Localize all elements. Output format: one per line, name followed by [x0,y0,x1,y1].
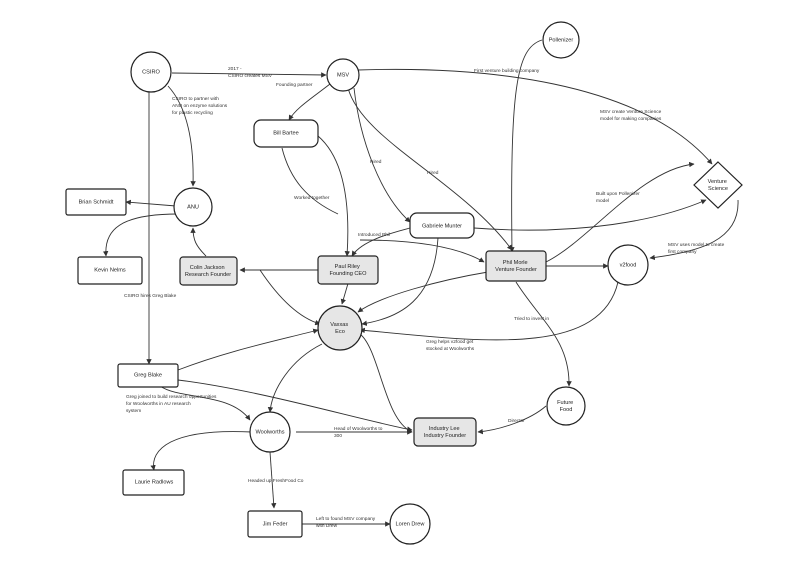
node-gabriele-munter[interactable]: Gabriele Munter [409,212,475,239]
node-label: Future Food [557,400,575,413]
node-msv[interactable]: MSV [326,58,360,92]
edge-labels: 2017 - CSIRO creates MSV CSIRO to partne… [124,66,726,529]
node-venture-science[interactable]: Venture Science [693,161,743,209]
node-label: Colin Jackson Research Founder [185,265,231,278]
node-label: Vaxxas Eco [330,322,350,335]
edge-csiro-anu [167,85,196,187]
edge-label-csiro-greg: CSIRO hires Greg Blake [124,293,177,299]
node-label: Jim Feder [263,521,288,527]
edge-label-msv-venture-sci: MSV create Venture Science model for mak… [600,109,663,122]
node-pollenizer[interactable]: Pollenizer [542,21,580,59]
edge-msv-gabriele [353,87,411,223]
edge-msv-bill [288,83,331,121]
node-woolworths[interactable]: Woolworths [249,411,291,453]
node-v2food[interactable]: v2food [607,244,649,286]
node-kevin-nelms[interactable]: Kevin Nelms [77,256,143,285]
node-label: v2food [620,262,637,268]
edge-pollenizer-phil [509,39,543,253]
node-label: Loren Drew [396,521,426,527]
edge-label-gabriele-paul: Introduced Phil [358,232,390,238]
edge-label-greg-acq: Greg helps v2food get stocked at Woolwor… [426,339,475,352]
edge-label-jim-loren: Left to found MSV company with Drew [316,516,377,529]
edge-gabriele-venture [473,199,707,231]
node-greg-blake[interactable]: Greg Blake [117,363,179,388]
node-laurie-radlows[interactable]: Laurie Radlows [122,469,185,496]
edge-greg-vaxxas [177,328,319,371]
edge-future-founder [477,405,547,435]
edge-vaxxas-founder [359,333,413,433]
node-vaxxas[interactable]: Vaxxas Eco [317,305,363,351]
node-label: Laurie Radlows [135,479,174,485]
edge-label-future-founder: Director [508,418,525,424]
edge-venture-v2food [649,199,739,261]
edge-greg-woolworths [159,385,251,421]
edge-phil-future [515,281,572,387]
node-label: Bill Bartee [273,130,299,136]
node-label: MSV [337,72,349,78]
node-future-food[interactable]: Future Food [546,386,586,426]
edge-colin-anu [190,227,207,257]
node-label: Gabriele Munter [422,223,462,229]
nodes: CSIRO MSV Pollenizer Bill Bartee ANU Bri… [65,21,743,545]
edge-bill-paul [317,135,351,257]
node-label: Venture Science [708,179,729,192]
node-label: Pollenizer [549,37,574,43]
edge-woolworths-jim [269,451,277,509]
node-label: Paul Riley Founding CEO [329,264,367,277]
edge-label-msv-bill: Founding partner [276,82,313,88]
edge-greg-founder [177,379,413,432]
edge-msv-venture-science [357,68,713,165]
node-label: ANU [187,204,199,210]
edge-bill-paul-left [281,147,339,215]
edge-v2food-vaxxas [359,281,619,341]
edge-label-csiro-anu: CSIRO to partner with ANU on enzyme solu… [172,96,229,116]
node-label: Industry Lee Industry Founder [424,426,466,439]
node-colin-jackson[interactable]: Colin Jackson Research Founder [179,256,238,286]
node-csiro[interactable]: CSIRO [130,51,172,93]
node-jim-feder[interactable]: Jim Feder [247,510,303,538]
edge-label-venture-v2food: MSV uses model to create first company [668,242,726,255]
edge-anu-kevin [102,213,179,257]
node-anu[interactable]: ANU [173,187,213,227]
edge-vaxxas-woolworths [267,343,323,413]
edge-csiro-msv [171,72,327,78]
edge-anu-brian [125,199,177,207]
edge-label-msv-venture: First venture building company [474,68,540,74]
node-label: Phil Morle Venture Founder [495,260,537,273]
edge-gabriele-vaxxas [361,237,439,326]
edge-phil-venture [545,161,695,263]
node-phil-morle[interactable]: Phil Morle Venture Founder [485,250,547,282]
node-label: Brian Schmidt [79,199,114,205]
edges [102,39,739,527]
edge-label-pollenizer-phil: Built upon Pollenizer model [596,191,641,204]
edge-label-msv-phil: Hired [427,170,439,176]
edge-woolworths-laurie [150,431,253,471]
node-label: Woolworths [255,429,284,435]
node-label: CSIRO [142,69,160,75]
node-industry-founder[interactable]: Industry Lee Industry Founder [413,417,477,447]
node-label: Kevin Nelms [94,267,126,273]
edge-label-msv-gabriele: Hired [370,159,382,165]
edge-phil-vaxxas [357,271,489,313]
edge-label-greg-woolworths: Greg joined to build research opportunit… [126,394,218,414]
node-loren-drew[interactable]: Loren Drew [389,503,431,545]
node-label: Greg Blake [134,372,162,378]
node-paul-riley[interactable]: Paul Riley Founding CEO [317,255,379,285]
edge-colin-vaxxas [259,269,321,326]
node-bill-bartee[interactable]: Bill Bartee [253,119,319,148]
node-brian-schmidt[interactable]: Brian Schmidt [65,188,127,216]
edge-label-phil-future: Tried to invest in [514,316,549,322]
edge-label-csiro-msv: 2017 - CSIRO creates MSV [228,66,273,79]
edge-label-woolworths-jim: Headed up FreshFood Co [248,478,304,484]
edge-msv-phil [347,87,513,251]
edge-gabriele-paul [351,227,411,257]
edge-label-bill-paul: Worked together [294,195,330,201]
edge-paul-phil [359,239,485,263]
edge-label-woolworths-founder: Head of Woolworths to 300 [334,426,384,439]
